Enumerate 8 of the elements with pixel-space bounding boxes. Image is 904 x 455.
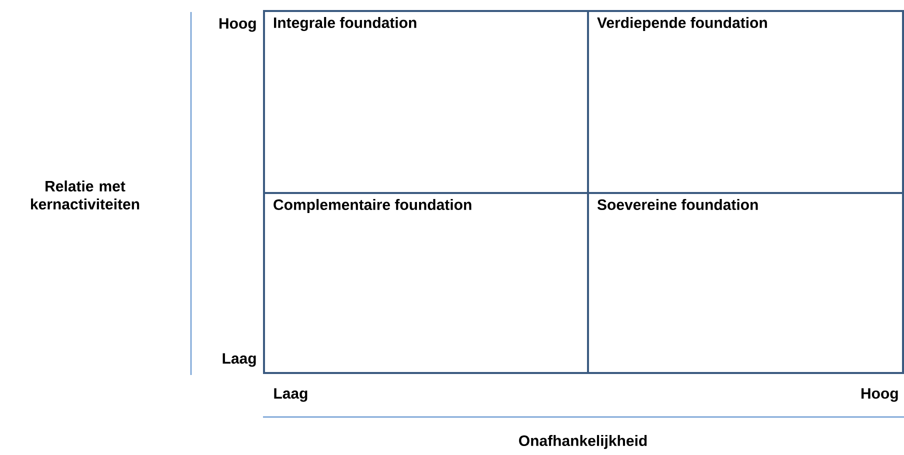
axis-label: Relatie met kernactiviteiten: [31, 180, 140, 210]
quadrant-box: Integrale foundation: [263, 10, 589, 194]
quadrant-box: Verdiepende foundation: [587, 10, 904, 194]
axis-label: Onafhankelijkheid: [519, 435, 647, 449]
axis-label: Laag: [274, 388, 308, 402]
axis-label: Hoog: [862, 388, 898, 402]
quadrant-box: Soevereine foundation: [587, 192, 904, 374]
quadrant-box: Complementaire foundation: [263, 192, 589, 374]
